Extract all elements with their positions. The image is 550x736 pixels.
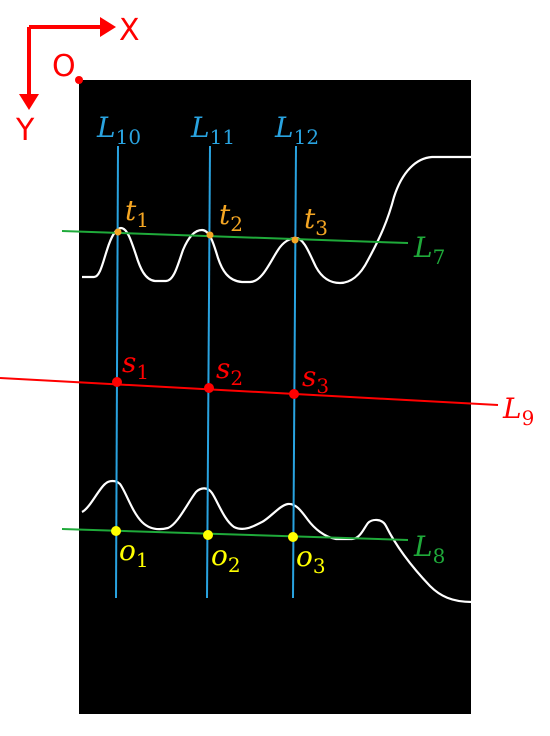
line-l11 xyxy=(206,145,211,599)
point-t2 xyxy=(206,231,214,239)
point-o1 xyxy=(111,526,121,536)
origin-point xyxy=(75,76,83,84)
top-curve xyxy=(82,155,472,285)
y-axis-label: Y xyxy=(15,113,35,148)
origin-label: O xyxy=(52,49,76,84)
bottom-curve xyxy=(81,479,473,604)
point-o3 xyxy=(288,532,298,542)
label-o1: o1 xyxy=(119,534,149,572)
line-l9 xyxy=(0,377,499,406)
line-l10 xyxy=(115,145,119,599)
label-l11: L11 xyxy=(190,111,235,149)
vertical-lines xyxy=(115,145,297,599)
point-t1 xyxy=(114,228,122,236)
coordinate-axes: X Y O xyxy=(15,13,140,148)
point-s2 xyxy=(204,383,214,393)
point-s1 xyxy=(112,377,122,387)
point-o2 xyxy=(203,530,213,540)
label-l8: L8 xyxy=(413,530,445,568)
label-l9: L9 xyxy=(502,392,534,430)
label-s3: s3 xyxy=(302,360,329,398)
point-s3 xyxy=(289,389,299,399)
label-t2: t2 xyxy=(219,198,243,236)
point-t3 xyxy=(291,236,299,244)
label-l12: L12 xyxy=(274,111,319,149)
label-o3: o3 xyxy=(296,540,326,578)
label-l7: L7 xyxy=(413,231,445,269)
x-arrowhead xyxy=(100,17,116,37)
label-t3: t3 xyxy=(304,202,328,240)
x-axis-label: X xyxy=(119,13,140,48)
label-l10: L10 xyxy=(96,111,141,149)
label-s2: s2 xyxy=(216,352,243,390)
label-t1: t1 xyxy=(125,194,149,232)
label-o2: o2 xyxy=(211,539,241,577)
image-panel xyxy=(79,80,471,714)
y-arrowhead xyxy=(19,94,39,110)
label-s1: s1 xyxy=(122,346,149,384)
line-l12 xyxy=(292,145,297,599)
